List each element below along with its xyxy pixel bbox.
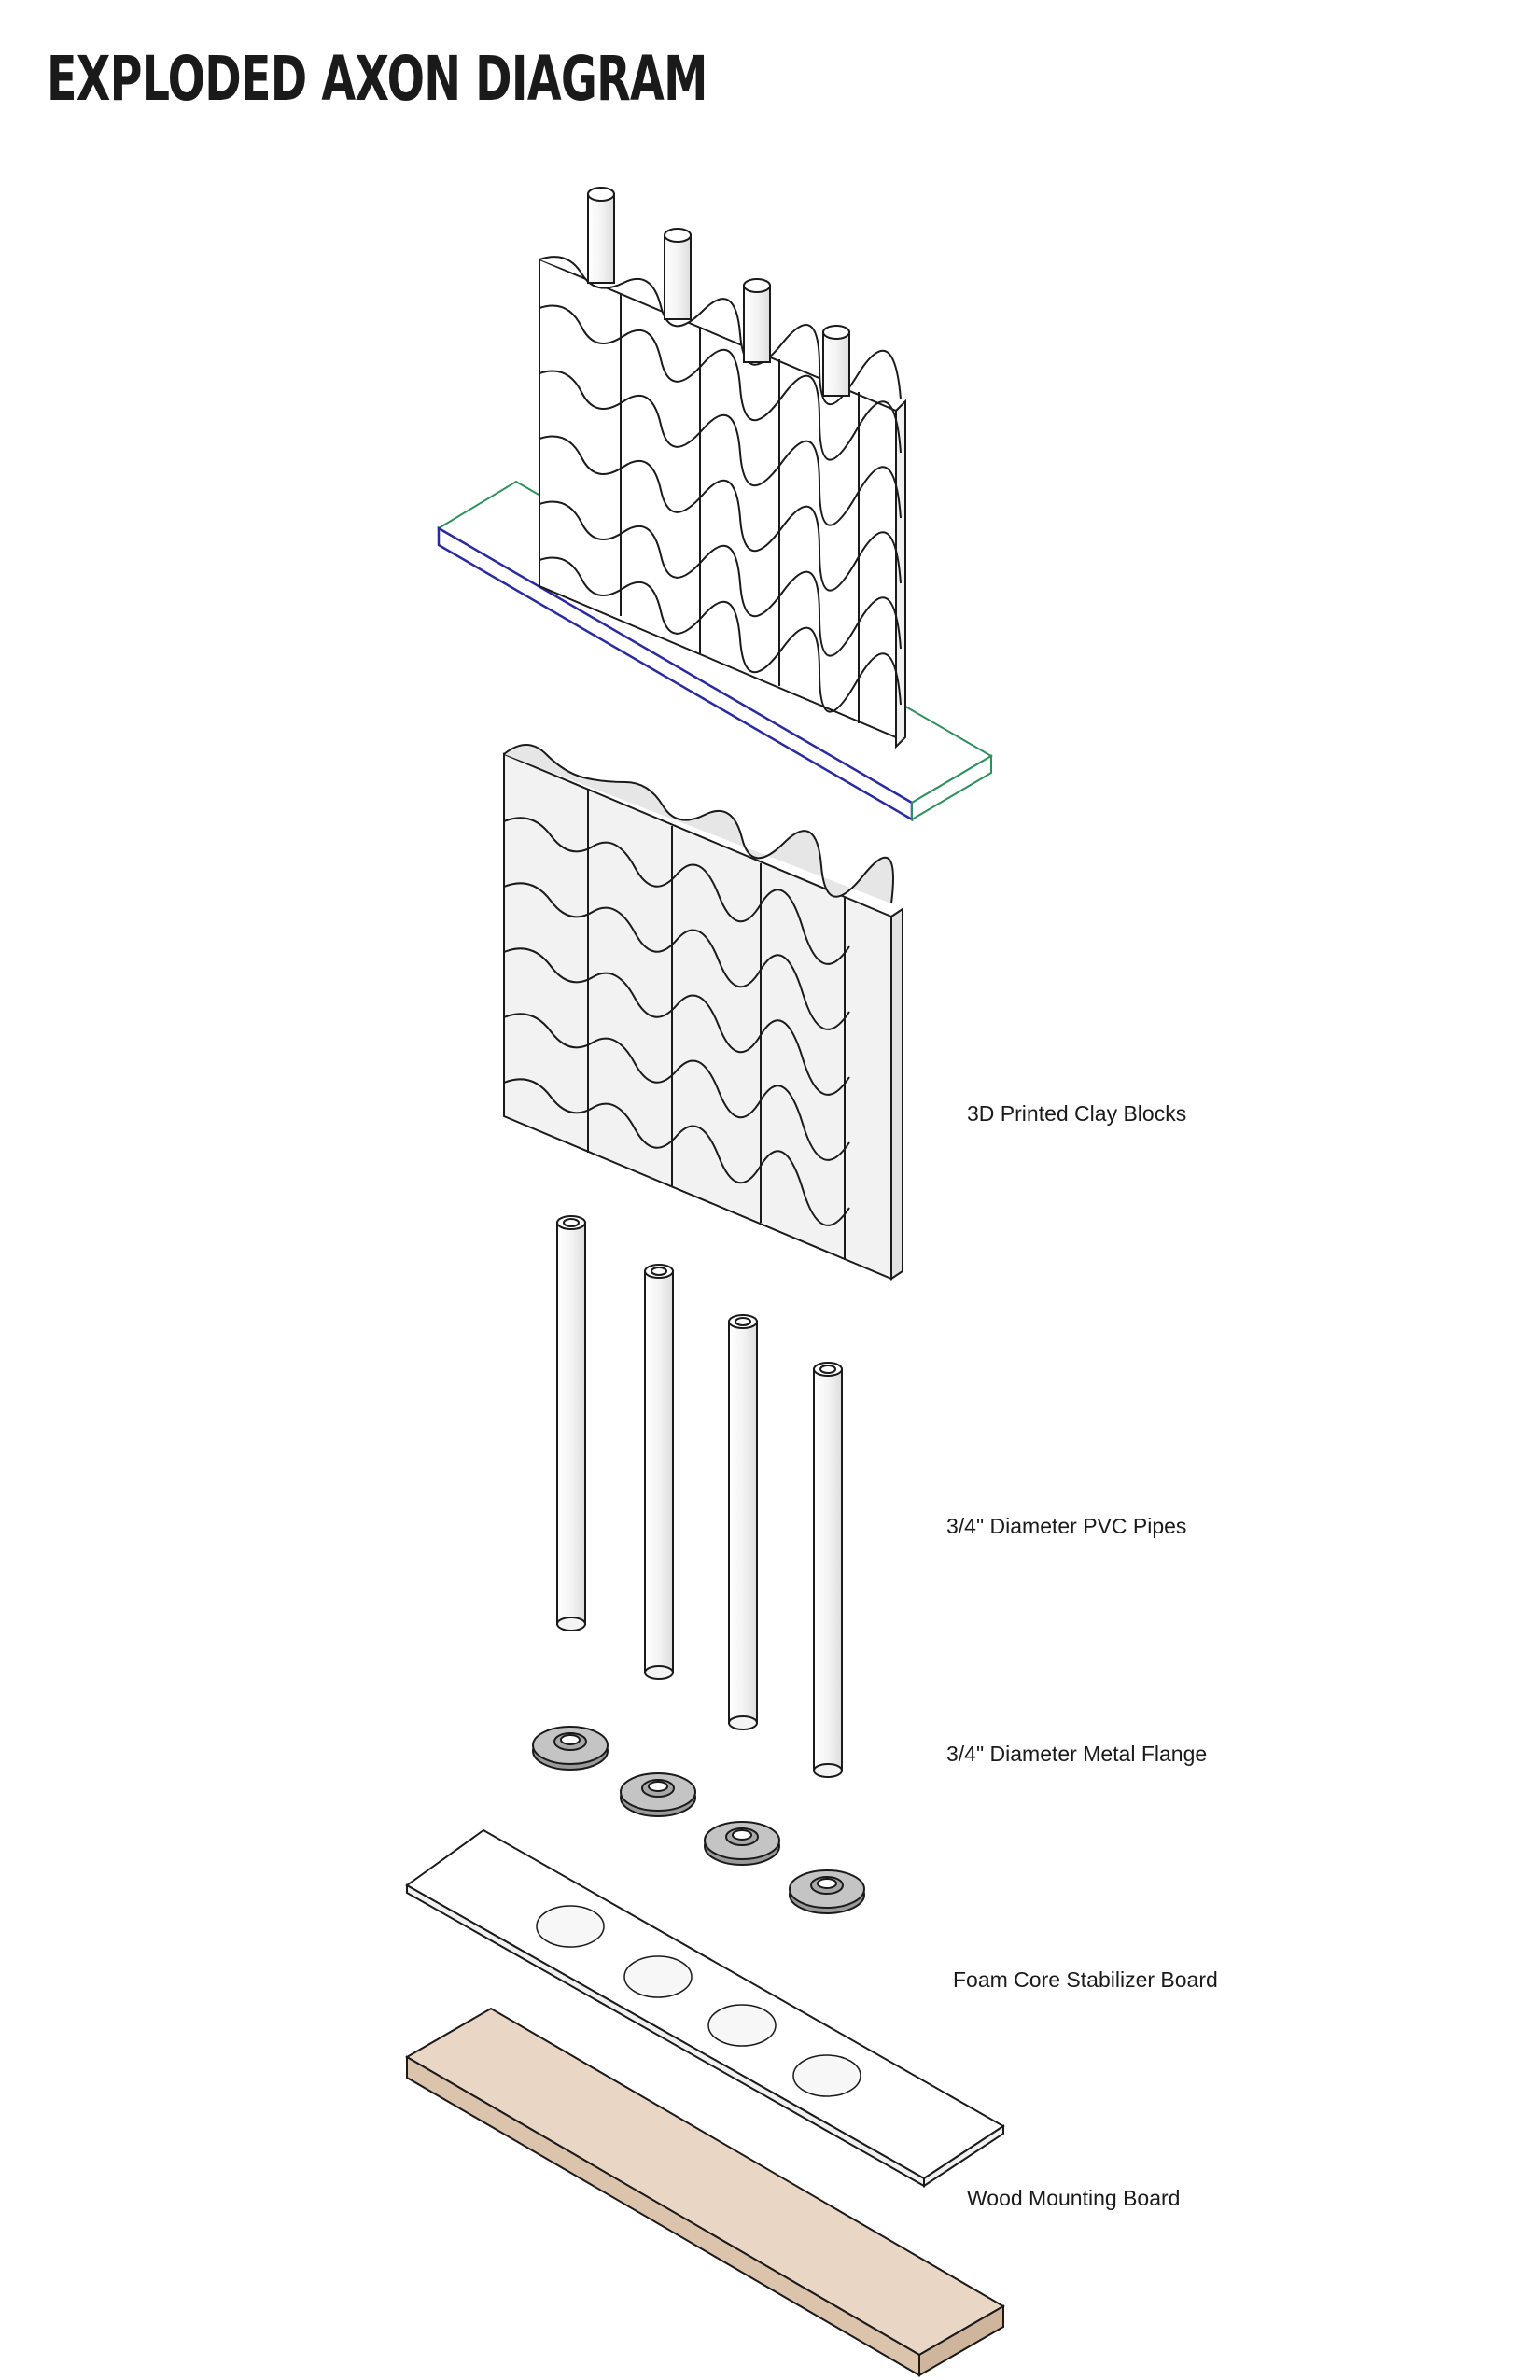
label-clay-blocks: 3D Printed Clay Blocks — [967, 1101, 1187, 1126]
metal-flange-3 — [704, 1821, 780, 1866]
foam-board-holes — [536, 1905, 861, 2097]
label-foam-board: Foam Core Stabilizer Board — [953, 1967, 1218, 1992]
metal-flange-4 — [789, 1869, 865, 1914]
foam-core-board — [405, 1828, 1005, 2188]
diagram-title: EXPLODED AXON DIAGRAM — [47, 43, 707, 115]
label-metal-flange: 3/4" Diameter Metal Flange — [946, 1742, 1208, 1766]
wood-mounting-board — [405, 2007, 1005, 2377]
pvc-pipe-2 — [644, 1264, 674, 1680]
assembled-pipes — [587, 187, 850, 397]
metal-flange-1 — [532, 1726, 609, 1771]
pvc-pipe-1 — [556, 1215, 586, 1631]
label-wood-board: Wood Mounting Board — [967, 2186, 1181, 2210]
pvc-pipes — [556, 1215, 843, 1778]
assembled-wall — [539, 256, 906, 749]
pvc-pipe-3 — [728, 1314, 758, 1730]
assembled-model — [437, 187, 993, 822]
metal-flange-2 — [620, 1772, 696, 1817]
pvc-pipe-4 — [813, 1362, 843, 1778]
metal-flanges — [532, 1726, 865, 1914]
clay-blocks — [503, 744, 903, 1281]
label-pvc-pipes: 3/4" Diameter PVC Pipes — [946, 1514, 1187, 1538]
